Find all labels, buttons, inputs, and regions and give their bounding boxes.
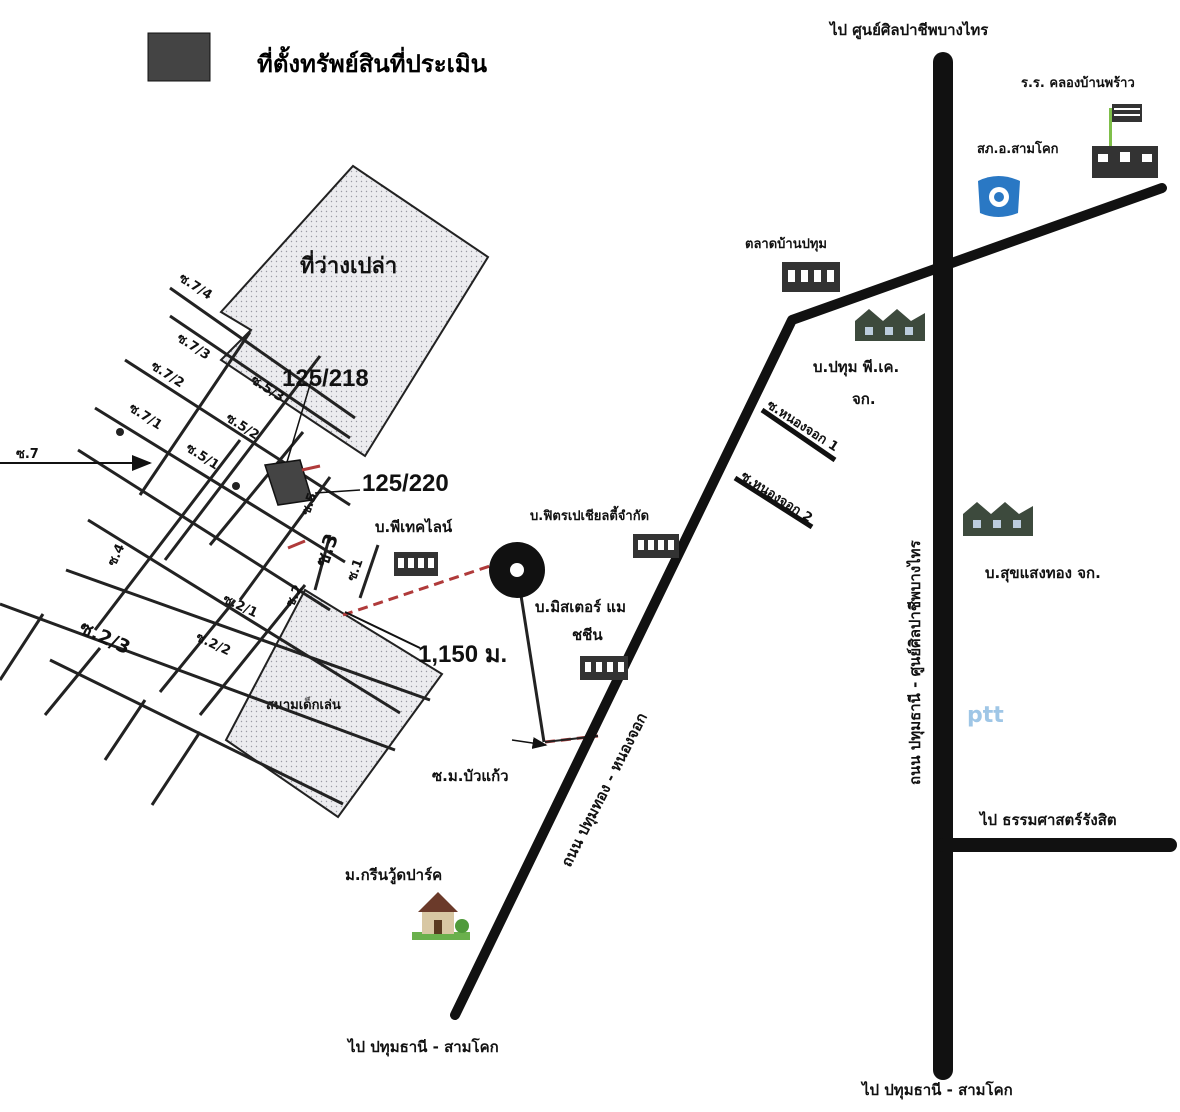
soi-1-label: ซ.1 [345,557,367,584]
soi-nong-jok-2-label: ซ.หนองจอก 2 [738,469,815,526]
police-label: สภ.อ.สามโคก [977,140,1059,157]
soi-3-label: ซ.3 [311,531,343,570]
pathum-pk-label-2: จก. [852,390,876,408]
legend-swatch [147,32,211,82]
vacant-land-plot [219,164,490,458]
soi-nong-jok-1-label: ซ.หนองจอก 1 [764,398,841,455]
ptt-logo: ptt [967,703,1004,728]
vacant-land-label: ที่ว่างเปล่า [300,249,397,279]
soi-4-label: ซ.4 [105,542,128,569]
soi-2-1-label: ซ.2/1 [220,592,260,621]
soi-7-3-label: ซ.7/3 [174,331,213,364]
market-icon [782,262,840,292]
mister-machine-label-2: ชชีน [572,626,603,644]
distance-label: 1,150 ม. [418,641,507,668]
soi-grid [0,286,431,806]
direction-bottom-left: ไป ปทุมธานี - สามโคก [346,1037,499,1057]
playground-label: สนามเด็กเล่น [266,695,341,713]
legend-label: ที่ตั้งทรัพย์สินที่ประเมิน [257,45,488,78]
lot-125-220: 125/220 [362,470,449,497]
house-icon-green-wood [412,892,470,940]
road-pathum-thong-nong-jok [450,183,1167,1020]
direction-right: ไป ธรรมศาสตร์รังสิต [978,810,1117,829]
building-icon-pitech [394,552,438,576]
road-label-pathum-thani: ถนน ปทุมธานี - ศูนย์ศิลปาชีพบางไทร [905,539,925,785]
soi-7-4-label: ซ.7/4 [176,271,215,304]
soi-5-label: ซ.5 [299,491,321,518]
market-label: ตลาดบ้านปทุม [745,236,827,252]
soi-2-3-label: ซ.2/3 [76,617,134,660]
building-icon-fitspecial [633,534,679,558]
direction-top: ไป ศูนย์ศิลปาชีพบางไทร [828,20,989,40]
green-wood-label: ม.กรีนวู้ดปาร์ค [345,866,442,885]
factory-icon-pathum-pk [855,309,925,341]
soi-2-2-label: ซ.2/2 [193,630,233,659]
soi-7-1-label: ซ.7/1 [126,401,165,434]
sukhsaengthong-label: บ.สุขแสงทอง จก. [985,564,1101,583]
route-dashed [342,558,509,617]
soi-5-1-label: ซ.5/1 [183,441,222,474]
property-location [264,459,313,506]
police-icon [978,176,1020,217]
factory-icon-sukhsaengthong [963,502,1033,536]
soi-7-label: ซ.7 [16,447,39,462]
connector-road [515,569,546,743]
school-icon [1092,104,1158,178]
lot-125-218: 125/218 [282,365,369,392]
soi-5-2-label: ซ.5/2 [223,411,262,444]
mister-machine-label: บ.มิสเตอร์ แม [535,598,626,616]
fitspecial-label: บ.ฟิตรเปเชียลตี้จำกัด [530,505,649,524]
pitech-label: บ.พีเทคไลน์ [375,517,453,536]
direction-bottom-right: ไป ปทุมธานี - สามโคก [860,1080,1013,1100]
pathum-pk-label: บ.ปทุม พี.เค. [813,358,899,377]
road-label-pathum-thong: ถนน ปทุมทอง - หนองจอก [558,710,652,870]
soi-mo-bua-kaew-label: ซ.ม.บัวแก้ว [432,767,509,785]
building-icon-mister-machine [580,656,628,680]
school-label: ร.ร. คลองบ้านพร้าว [1021,75,1135,91]
